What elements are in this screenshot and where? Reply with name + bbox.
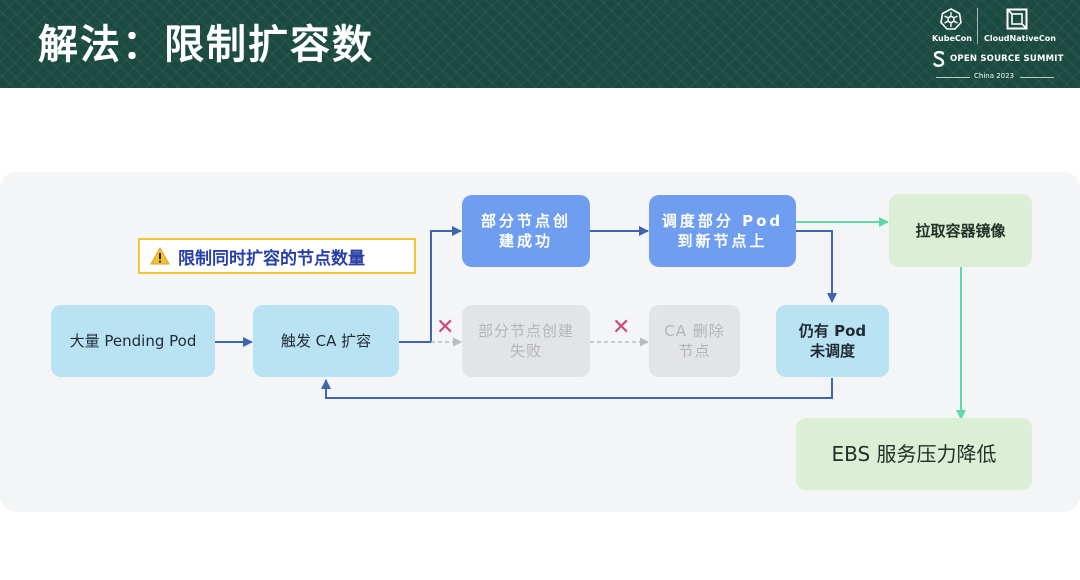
year-line-left <box>936 77 970 78</box>
kubernetes-wheel-icon <box>940 8 962 30</box>
node-ca-delete: CA 删除 节点 <box>649 305 740 377</box>
logo-divider <box>977 8 978 44</box>
x-mark-icon: ✕ <box>612 315 631 340</box>
node-partial-fail-line1: 部分节点创建 <box>477 322 574 340</box>
arrow-trigger-to-success <box>399 226 462 343</box>
node-ca-delete-line1: CA 删除 <box>664 322 725 340</box>
node-pending-pods-label: 大量 Pending Pod <box>69 332 197 350</box>
node-still-pending: 仍有 Pod 未调度 <box>776 305 889 377</box>
year-label: China 2023 <box>974 72 1015 80</box>
node-ebs-pressure-reduced-label: EBS 服务压力降低 <box>831 442 997 466</box>
node-pull-image: 拉取容器镜像 <box>889 194 1032 267</box>
arrow-still-pending-loop-back <box>321 378 833 399</box>
node-pending-pods: 大量 Pending Pod <box>51 305 215 377</box>
open-source-s-icon <box>933 50 945 67</box>
cloudnativecon-label: CloudNativeCon <box>984 34 1056 43</box>
node-partial-success-line1: 部分节点创 <box>480 212 571 230</box>
node-trigger-ca-scale-label: 触发 CA 扩容 <box>280 332 372 350</box>
node-partial-fail: 部分节点创建 失败 <box>462 305 590 377</box>
node-partial-success: 部分节点创 建成功 <box>462 195 590 267</box>
kubecon-label: KubeCon <box>932 34 972 43</box>
node-still-pending-line2: 未调度 <box>809 342 855 360</box>
cncf-square-icon <box>1006 8 1028 30</box>
oss-label: OPEN SOURCE SUMMIT <box>950 54 1064 64</box>
node-schedule-partial-pods-line1: 调度部分 Pod <box>661 212 784 230</box>
node-trigger-ca-scale: 触发 CA 扩容 <box>253 305 399 377</box>
node-ca-delete-line2: 节点 <box>678 342 711 360</box>
node-partial-fail-line2: 失败 <box>509 342 542 360</box>
warning-icon <box>150 247 170 265</box>
year-line-right <box>1020 77 1054 78</box>
warning-text: 限制同时扩容的节点数量 <box>178 248 365 269</box>
x-mark-icon: ✕ <box>436 315 455 340</box>
node-partial-success-line2: 建成功 <box>498 232 553 250</box>
warning-note: 限制同时扩容的节点数量 <box>138 238 416 274</box>
header-banner: 解法：限制扩容数 KubeCon CloudNativeCon <box>0 0 1080 88</box>
year-row: China 2023 <box>930 72 1060 82</box>
node-ebs-pressure-reduced: EBS 服务压力降低 <box>796 418 1032 490</box>
logo-row: KubeCon CloudNativeCon <box>930 6 1060 46</box>
arrow-schedule-to-still-pending <box>796 230 837 303</box>
node-schedule-partial-pods-line2: 到新节点上 <box>677 232 768 250</box>
node-still-pending-line1: 仍有 Pod <box>798 322 867 340</box>
oss-row: OPEN SOURCE SUMMIT <box>932 50 1063 68</box>
node-schedule-partial-pods: 调度部分 Pod 到新节点上 <box>649 195 796 267</box>
conference-logo: KubeCon CloudNativeCon OPEN SOURCE SUMMI… <box>930 6 1063 84</box>
node-pull-image-label: 拉取容器镜像 <box>915 221 1006 240</box>
page-title: 解法：限制扩容数 <box>38 22 374 68</box>
